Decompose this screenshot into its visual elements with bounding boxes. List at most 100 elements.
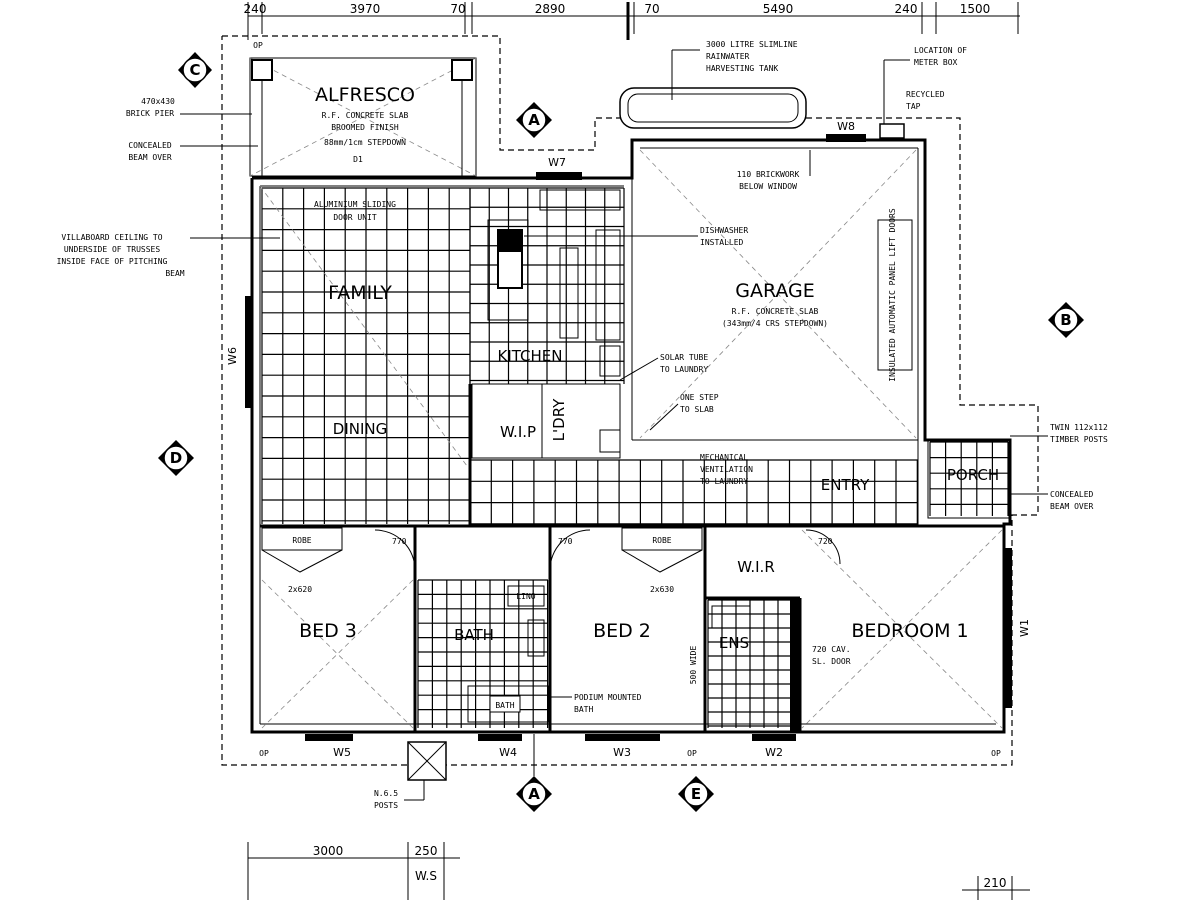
dim-bottom-1: 3000	[313, 844, 344, 858]
internal-walls	[260, 384, 1004, 732]
note-pier-1: 470x430	[141, 97, 175, 106]
window-w7: W7	[548, 156, 566, 169]
room-label-kitchen: KITCHEN	[498, 347, 563, 365]
bedroom-1: BEDROOM 1	[801, 529, 1003, 729]
room-label-alfresco: ALFRESCO	[315, 84, 415, 106]
dim-top-5: 70	[644, 2, 659, 16]
door-size-bed2: 770	[558, 537, 573, 546]
rainwater-tank: 3000 LITRE SLIMLINE RAINWATER HARVESTING…	[619, 40, 807, 129]
window-w6: W6	[226, 347, 239, 365]
note-brickwork-1: 110 BRICKWORK	[737, 170, 800, 179]
room-label-wir: W.I.R	[737, 558, 775, 576]
note-post-1: N.6.5	[374, 789, 398, 798]
robe-size-bed2: 2x630	[650, 585, 674, 594]
note-concealed-1b: BEAM OVER	[128, 153, 172, 162]
note-mech-1: MECHANICAL	[700, 453, 748, 462]
kitchen-tiles	[469, 187, 625, 384]
dim-top-3: 70	[450, 2, 465, 16]
note-recycle-1: RECYCLED	[906, 90, 945, 99]
op-label-3: OP	[991, 749, 1001, 758]
note-brickwork-2: BELOW WINDOW	[739, 182, 797, 191]
note-podium-2: BATH	[574, 705, 593, 714]
room-label-bath: BATH	[454, 626, 494, 644]
ensuite-tiles	[707, 599, 798, 728]
note-villaboard-4: BEAM	[165, 269, 184, 278]
top-dimension-line: 240 3970 70 2890 70 5490 240 1500	[244, 2, 1020, 40]
note-recycle-2: TAP	[906, 102, 921, 111]
note-alfresco-d1: D1	[353, 155, 363, 164]
svg-text:B: B	[1060, 311, 1071, 329]
meter-box: LOCATION OF METER BOX RECYCLED TAP	[879, 46, 967, 139]
note-tank-2: RAINWATER	[706, 52, 750, 61]
note-tank-3: HARVESTING TANK	[706, 64, 778, 73]
alfresco-area: ALFRESCO R.F. CONCRETE SLAB BROOMED FINI…	[249, 57, 477, 177]
op-label-2: OP	[687, 749, 697, 758]
note-twin-2: TIMBER POSTS	[1050, 435, 1108, 444]
post: N.6.5 POSTS	[374, 741, 447, 810]
brick-pier-right	[451, 59, 473, 81]
dim-top-8: 1500	[960, 2, 991, 16]
wip-laundry: W.I.P L'DRY SOLAR TUBE TO LAUNDRY ONE ST…	[471, 353, 719, 459]
window-w5: W5	[333, 746, 351, 759]
linen-label: LINO	[516, 592, 535, 601]
bottom-dimension-line: 3000 250 W.S 210	[247, 842, 1030, 900]
room-label-garage: GARAGE	[735, 280, 815, 302]
ensuite: ENS W.I.R 720 720 CAV. SL. DOOR	[711, 529, 851, 732]
note-door-unit-1: ALUMINIUM SLIDING	[314, 200, 396, 209]
window-w1: W1	[1018, 619, 1031, 637]
room-label-dining: DINING	[333, 420, 387, 438]
note-post-2: POSTS	[374, 801, 398, 810]
dim-top-7: 240	[895, 2, 918, 16]
section-marker-d: D	[158, 440, 194, 476]
section-marker-a-top: A	[516, 102, 552, 138]
note-dishwasher-2: INSTALLED	[700, 238, 744, 247]
svg-text:C: C	[189, 61, 200, 79]
dim-bottom-ws: W.S	[415, 869, 437, 883]
op-label-1: OP	[259, 749, 269, 758]
family-dining-tiles	[261, 187, 471, 524]
note-cav-1: 720 CAV.	[812, 645, 851, 654]
note-dishwasher-1: DISHWASHER	[700, 226, 748, 235]
svg-text:A: A	[528, 111, 540, 129]
bath-room: BATH LINO BATH PODIUM MOUNTED BATH	[454, 585, 642, 723]
robe-size-bed3: 2x620	[288, 585, 312, 594]
bed-3: ROBE 2x620 BED 3 770	[261, 527, 416, 729]
room-label-wip: W.I.P	[500, 423, 536, 441]
dim-top-1: 240	[244, 2, 267, 16]
room-label-bed2: BED 2	[593, 620, 651, 642]
note-meter-2: METER BOX	[914, 58, 958, 67]
note-solar-2: TO LAUNDRY	[660, 365, 708, 374]
note-step-1: ONE STEP	[680, 393, 719, 402]
window-w2: W2	[765, 746, 783, 759]
note-tank-1: 3000 LITRE SLIMLINE	[706, 40, 798, 49]
note-garage-slab-1: R.F. CONCRETE SLAB	[732, 307, 819, 316]
note-twin-1: TWIN 112x112	[1050, 423, 1108, 432]
note-villaboard-3: INSIDE FACE OF PITCHING	[57, 257, 168, 266]
robe-label-bed2: ROBE	[652, 536, 671, 545]
note-solar-1: SOLAR TUBE	[660, 353, 708, 362]
bed-2: ROBE 2x630 BED 2 770 500 WIDE	[549, 527, 703, 685]
room-label-ens: ENS	[719, 634, 749, 652]
note-shelving: 500 WIDE	[689, 646, 698, 685]
porch-tiles	[929, 441, 1009, 516]
section-marker-a-bottom: A	[516, 734, 552, 812]
note-concealed-1a: CONCEALED	[128, 141, 172, 150]
dim-bottom-right: 210	[984, 876, 1007, 890]
garage: GARAGE R.F. CONCRETE SLAB (343mm/4 CRS S…	[631, 147, 919, 441]
robe-label-bed3: ROBE	[292, 536, 311, 545]
room-label-bed3: BED 3	[299, 620, 357, 642]
section-marker-b: B	[1048, 302, 1084, 338]
note-concealed-2b: BEAM OVER	[1050, 502, 1094, 511]
dim-top-6: 5490	[763, 2, 794, 16]
note-door-unit-2: DOOR UNIT	[333, 213, 377, 222]
note-villaboard-1: VILLABOARD CEILING TO	[61, 233, 162, 242]
room-label-family: FAMILY	[328, 282, 392, 304]
window-w8: W8	[837, 120, 855, 133]
note-panel-lift: INSULATED AUTOMATIC PANEL LIFT DOORS	[888, 208, 897, 382]
room-label-bedroom1: BEDROOM 1	[851, 620, 968, 642]
note-podium-1: PODIUM MOUNTED	[574, 693, 642, 702]
door-size-bed3: 770	[392, 537, 407, 546]
section-marker-c: C	[178, 52, 212, 88]
ensuite-wall-dark	[790, 598, 800, 732]
